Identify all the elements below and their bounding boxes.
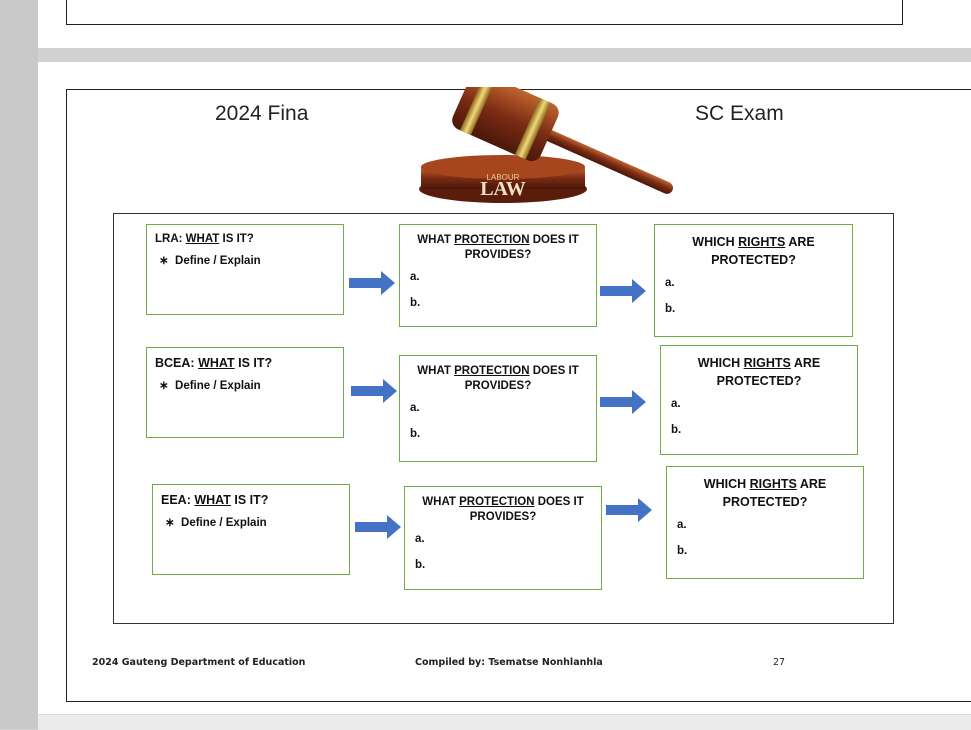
logo-text-top: LABOUR — [487, 173, 520, 182]
bcea-protection-box: WHAT PROTECTION DOES IT PROVIDES? a. b. — [399, 355, 597, 462]
footer-department: 2024 Gauteng Department of Education — [92, 657, 306, 668]
logo-text-main: LAW — [480, 178, 526, 200]
bullet-icon: ∗ — [165, 517, 175, 529]
previous-page-frame — [66, 0, 903, 25]
previous-page-bottom — [38, 0, 971, 48]
slide-frame: 2024 Fina SC Exam — [66, 87, 971, 702]
document-page: 2024 Fina SC Exam — [38, 62, 971, 729]
eea-protection-box: WHAT PROTECTION DOES IT PROVIDES? a. b. — [404, 486, 602, 590]
arrow-right-icon — [600, 390, 646, 414]
page-gap-bottom — [38, 714, 971, 730]
arrow-right-icon — [349, 271, 395, 295]
arrow-right-icon — [351, 379, 397, 403]
lra-definition-box: LRA: WHAT IS IT? ∗ Define / Explain — [146, 224, 344, 315]
bcea-rights-box: WHICH RIGHTS ARE PROTECTED? a. b. — [660, 345, 858, 455]
labour-law-gavel-image: LABOUR LAW — [419, 87, 674, 203]
arrow-right-icon — [606, 498, 652, 522]
eea-definition-box: EEA: WHAT IS IT? ∗ Define / Explain — [152, 484, 350, 575]
slide-title-right: SC Exam — [695, 102, 784, 125]
diagram-frame: LRA: WHAT IS IT? ∗ Define / Explain WHAT… — [113, 213, 894, 624]
viewer-left-gutter — [0, 0, 38, 729]
slide-title-left: 2024 Fina — [215, 102, 309, 125]
bullet-icon: ∗ — [159, 380, 169, 392]
bcea-definition-box: BCEA: WHAT IS IT? ∗ Define / Explain — [146, 347, 344, 438]
footer-compiler: Compiled by: Tsematse Nonhlanhla — [415, 657, 603, 668]
bullet-icon: ∗ — [159, 255, 169, 267]
arrow-right-icon — [600, 279, 646, 303]
lra-protection-box: WHAT PROTECTION DOES IT PROVIDES? a. b. — [399, 224, 597, 327]
arrow-right-icon — [355, 515, 401, 539]
lra-rights-box: WHICH RIGHTS ARE PROTECTED? a. b. — [654, 224, 853, 337]
eea-rights-box: WHICH RIGHTS ARE PROTECTED? a. b. — [666, 466, 864, 579]
footer-page-number: 27 — [773, 657, 786, 668]
